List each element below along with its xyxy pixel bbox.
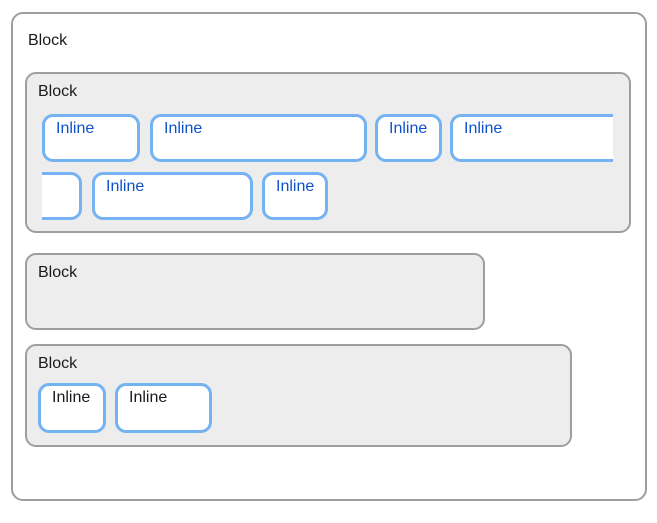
inline-box: Inline (262, 172, 328, 220)
inline-box-label: Inline (106, 178, 145, 195)
inline-box-label: Inline (129, 389, 168, 406)
outer-block: Block Block Inline Inline Inline Inline … (11, 12, 647, 501)
inline-box-label: Inline (464, 120, 503, 137)
block-1-label: Block (38, 83, 78, 100)
inline-box: Inline (42, 114, 140, 162)
inline-box-label: Inline (276, 178, 315, 195)
outer-block-label: Block (28, 32, 68, 49)
inline-box-label: Inline (389, 120, 428, 137)
inline-box: Inline (38, 383, 106, 433)
inline-box-cut-right: Inline (450, 114, 613, 162)
inline-box-cut-left (42, 172, 82, 220)
inline-box-label: Inline (56, 120, 95, 137)
inline-box: Inline (375, 114, 442, 162)
nested-block-1: Block Inline Inline Inline Inline Inline… (25, 72, 631, 233)
inline-box-label: Inline (52, 389, 91, 406)
inline-box: Inline (150, 114, 367, 162)
block-2-label: Block (38, 264, 78, 281)
nested-block-2: Block (25, 253, 485, 330)
block-3-label: Block (38, 355, 78, 372)
inline-box: Inline (115, 383, 212, 433)
inline-box: Inline (92, 172, 253, 220)
inline-box-label: Inline (164, 120, 203, 137)
nested-block-3: Block Inline Inline (25, 344, 572, 447)
